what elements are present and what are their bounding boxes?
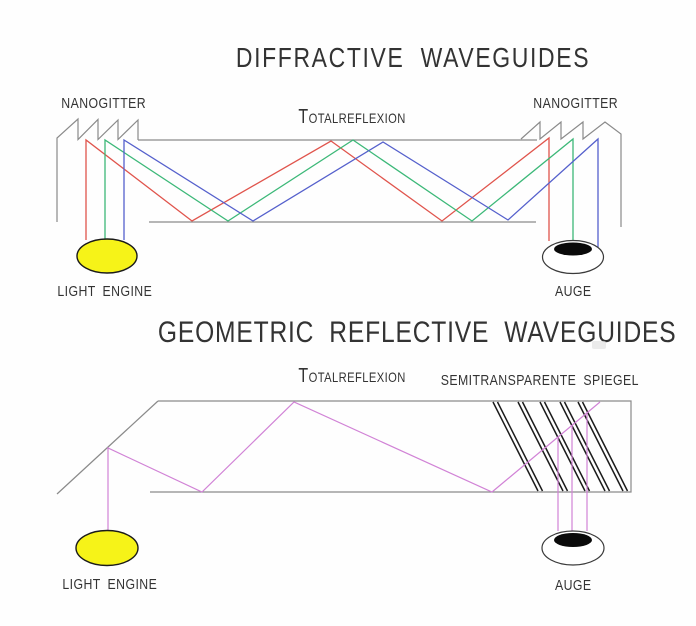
- eye-bottom-pupil: [554, 533, 592, 547]
- auge-bottom-label: AUGE: [554, 577, 592, 594]
- totalreflexion-top-label: Totalreflexion: [298, 106, 406, 128]
- nanogitter-right-label: NANOGITTER: [533, 95, 619, 112]
- light-engine-bottom: [75, 529, 139, 567]
- bottom-title-text: GEOMETRIC REFLECTIVE WAVEGUIDES: [157, 316, 677, 349]
- scan-smudge: [592, 341, 606, 349]
- nanogitter-right-grating: [520, 120, 622, 227]
- mirror-3: [539, 401, 591, 492]
- top-title: DIFFRACTIVE WAVEGUIDES: [197, 42, 589, 74]
- nanogitter-left-label: NANOGITTER: [61, 95, 147, 112]
- slab-outline: [150, 400, 632, 493]
- diffractive-waveguide-outline: [56, 117, 622, 227]
- auge-top-label: AUGE: [554, 283, 592, 300]
- light-engine-top-label: LIGHT ENGINE: [57, 283, 153, 300]
- violet-exit-beams: [557, 413, 588, 531]
- eye-top-pupil: [554, 242, 592, 256]
- eye-top: [541, 239, 605, 275]
- totalreflexion-bottom-label: Totalreflexion: [298, 365, 406, 387]
- mirror-1: [492, 401, 544, 492]
- green-ray: [104, 137, 574, 241]
- semitransparent-mirrors: [492, 401, 629, 492]
- rgb-rays: [85, 136, 599, 247]
- mirror-5: [577, 401, 629, 492]
- mirror-2: [517, 401, 569, 492]
- eye-bottom: [541, 530, 605, 566]
- bottom-title: GEOMETRIC REFLECTIVE WAVEGUIDES: [101, 316, 676, 350]
- top-title-text: DIFFRACTIVE WAVEGUIDES: [235, 42, 591, 73]
- light-engine-top: [76, 238, 138, 274]
- light-engine-bottom-label: LIGHT ENGINE: [62, 576, 158, 593]
- nanogitter-left-grating: [56, 117, 139, 222]
- semitransparente-spiegel-label: SEMITRANSPARENTE SPIEGEL: [440, 372, 640, 389]
- violet-main-ray: [107, 401, 601, 531]
- blue-ray: [123, 137, 599, 247]
- violet-rays: [107, 401, 601, 531]
- red-ray: [85, 136, 550, 241]
